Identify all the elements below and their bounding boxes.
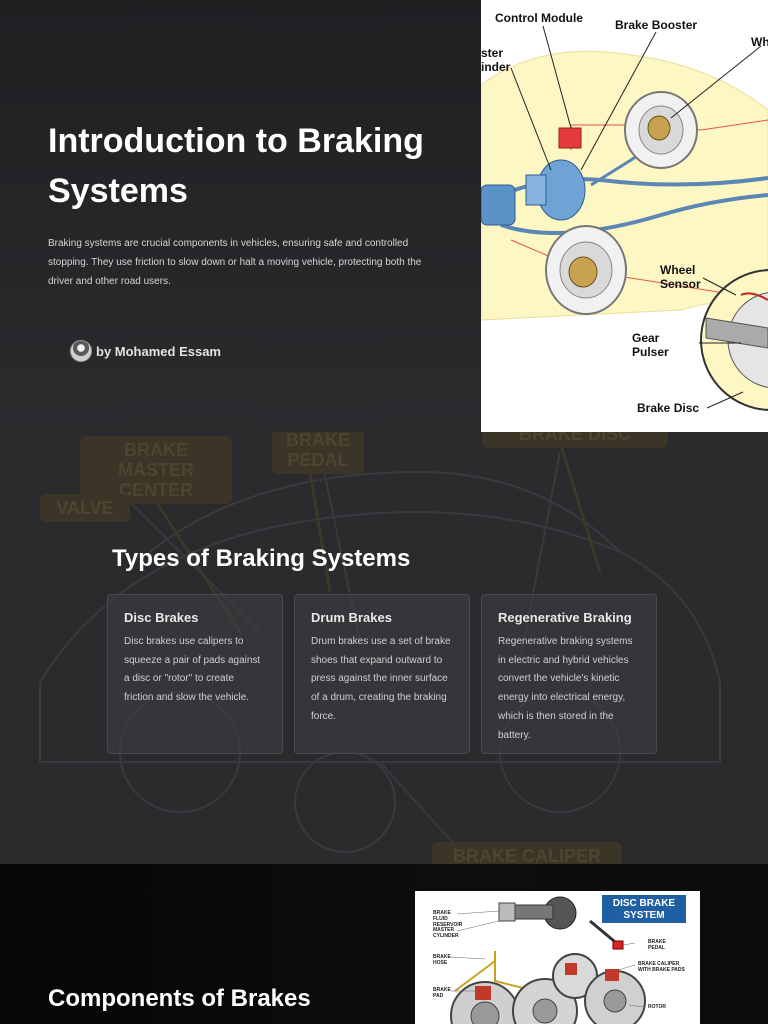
card-regenerative-braking: Regenerative Braking Regenerative brakin… — [481, 594, 657, 754]
card-text: Disc brakes use calipers to squeeze a pa… — [124, 636, 261, 704]
card-text: Drum brakes use a set of brake shoes tha… — [311, 636, 451, 722]
label-master-cylinder: MASTER CYLINDER — [433, 927, 459, 939]
label-brake-pedal: BRAKE PEDAL — [648, 939, 666, 951]
slide-types-of-braking: BRAKE MASTER CENTER BRAKE PEDAL BRAKE DI… — [0, 432, 768, 864]
label-brake-caliper: BRAKE CALIPER WITH BRAKE PADS — [638, 961, 685, 973]
label-brake-hose: BRAKE HOSE — [433, 954, 451, 966]
label-gear-pulser: Gear Pulser — [632, 331, 669, 359]
bg-label-brake-caliper: BRAKE CALIPER — [432, 842, 622, 864]
label-control-module: Control Module — [495, 11, 583, 25]
disc-brake-system-banner: DISC BRAKE SYSTEM — [602, 895, 686, 923]
label-brake-pad: BRAKE PAD — [433, 987, 451, 999]
bg-label-brake-master-center: BRAKE MASTER CENTER — [80, 436, 232, 504]
label-wheel: Wh — [751, 35, 768, 49]
intro-description: Braking systems are crucial components i… — [48, 238, 422, 287]
bg-label-brake-disc: BRAKE DISC — [482, 432, 668, 448]
label-brake-disc: Brake Disc — [637, 401, 700, 415]
label-master-cylinder-2: inder — [481, 60, 511, 74]
author-name: by Mohamed Essam — [96, 343, 221, 359]
bg-label-valve: VALVE — [40, 494, 130, 522]
label-wheel-sensor: Wheel Sensor — [660, 263, 701, 291]
author-byline[interactable]: by Mohamed Essam — [70, 340, 221, 362]
car-brake-illustration — [481, 25, 768, 411]
slide-introduction: Introduction to Braking Systems Braking … — [0, 0, 768, 432]
abs-brake-diagram-image: Control Module Brake Booster Wh ster ind… — [481, 0, 768, 432]
disc-brake-system-diagram-image: DISC BRAKE SYSTEM BRAKE FLUID RESERVOIR … — [415, 891, 700, 1024]
section-title-components: Components of Brakes — [48, 985, 311, 1012]
bg-label-brake-pedal: BRAKE PEDAL — [272, 432, 364, 474]
label-rotor: ROTOR — [648, 1004, 666, 1010]
label-brake-booster: Brake Booster — [615, 18, 698, 32]
card-title: Regenerative Braking — [498, 610, 632, 625]
card-title: Disc Brakes — [124, 610, 199, 625]
page-title: Introduction to Braking Systems — [48, 122, 424, 210]
avatar — [70, 340, 92, 362]
label-master-cylinder-1: ster — [481, 46, 504, 60]
disc-brake-illustration — [450, 896, 646, 1024]
card-title: Drum Brakes — [311, 610, 392, 625]
section-title-types: Types of Braking Systems — [112, 545, 411, 572]
intro-text-panel: Introduction to Braking Systems Braking … — [0, 0, 481, 432]
label-brake-fluid-reservoir: BRAKE FLUID RESERVOIR — [433, 910, 463, 928]
braking-type-cards: Disc Brakes Disc brakes use calipers to … — [107, 594, 657, 754]
card-drum-brakes: Drum Brakes Drum brakes use a set of bra… — [294, 594, 470, 754]
card-disc-brakes: Disc Brakes Disc brakes use calipers to … — [107, 594, 283, 754]
card-text: Regenerative braking systems in electric… — [498, 636, 633, 741]
slide-components: Components of Brakes — [0, 864, 768, 1024]
